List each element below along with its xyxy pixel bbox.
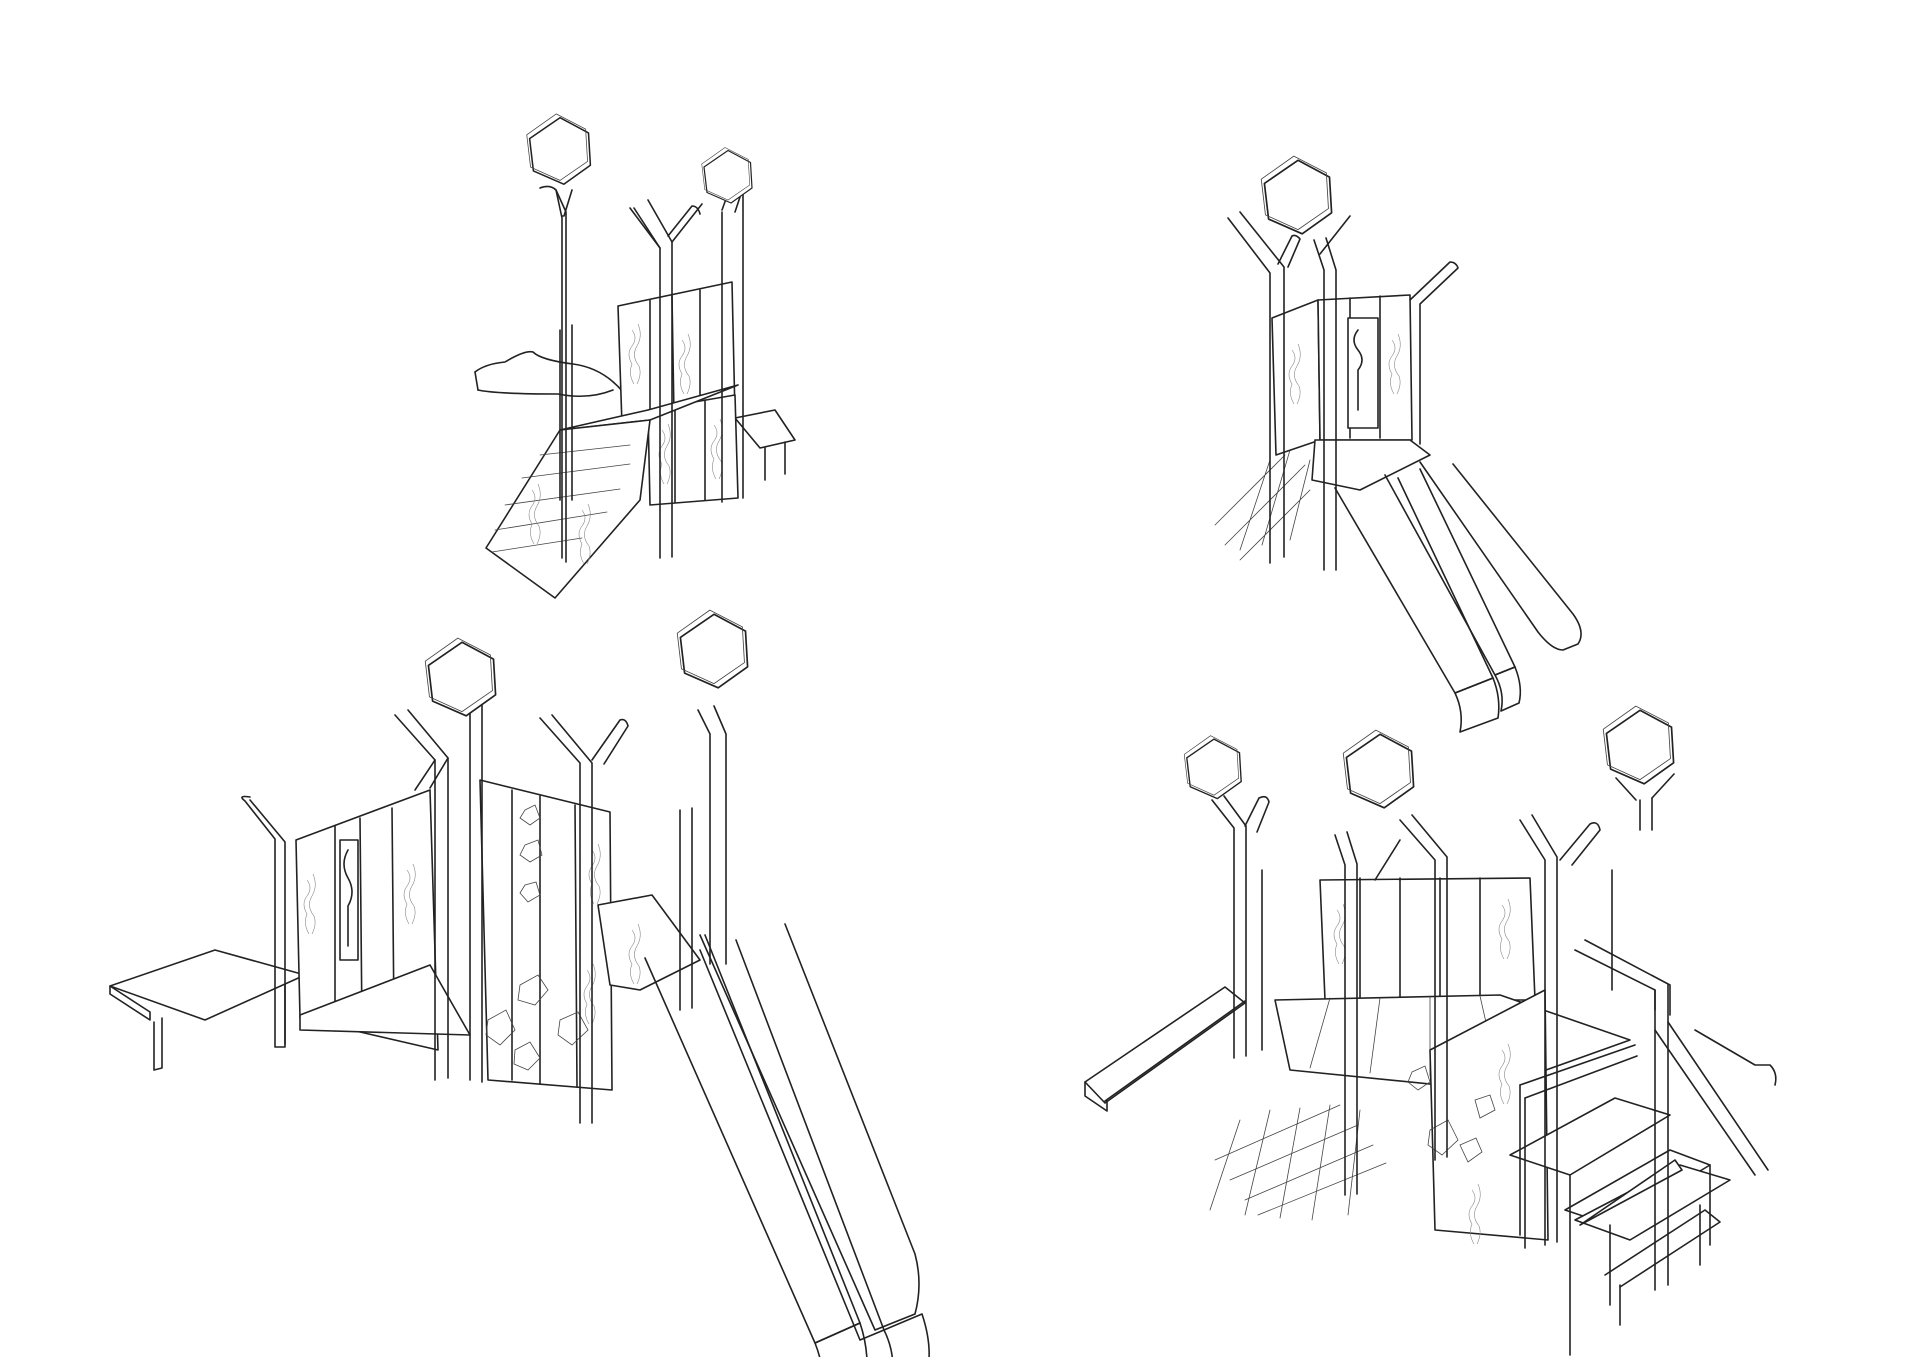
- view-bottom-left: [109, 609, 930, 1357]
- view-top-right: [1214, 155, 1582, 733]
- view-top-left: [474, 113, 796, 599]
- view-bottom-right: [1084, 705, 1777, 1356]
